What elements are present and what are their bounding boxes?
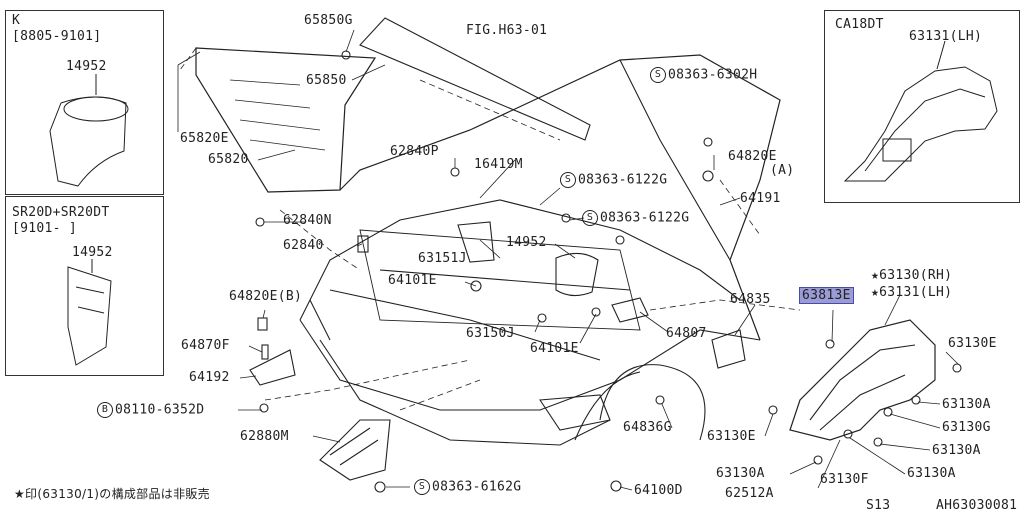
s-circle-icon: S (582, 210, 598, 226)
part-label-62840: 62840 (283, 238, 324, 253)
inset-sr-duct (67, 259, 112, 366)
part-label-63130a-1: 63130A (942, 397, 991, 412)
part-label-65820: 65820 (208, 152, 249, 167)
part-label-63130a-2: 63130A (932, 443, 981, 458)
inset-ca-box: CA18DT 63131(LH) (824, 10, 1020, 203)
inset-sr-box: SR20D+SR20DT [9101- ] 14952 (5, 196, 164, 376)
part-label-65850: 65850 (306, 73, 347, 88)
inset-k-title: K (12, 13, 21, 28)
part-label-63130e-left: 63130E (707, 429, 756, 444)
inset-sr-part: 14952 (72, 245, 113, 260)
figure-reference: FIG.H63-01 (466, 23, 548, 38)
inset-ca-title: CA18DT (835, 17, 884, 32)
part-label-16419m: 16419M (474, 157, 523, 172)
b-circle-icon: B (97, 402, 113, 418)
sheet-code: S13 (866, 498, 891, 510)
part-label-14952: 14952 (506, 235, 547, 250)
part-label-63130e-right: 63130E (948, 336, 997, 351)
drawing-id: AH63030081 (936, 498, 1018, 510)
s-circle-icon: S (560, 172, 576, 188)
part-label-64191: 64191 (740, 191, 781, 206)
part-label-63150j: 63150J (466, 326, 515, 341)
part-label-63130g: 63130G (942, 420, 991, 435)
part-label-62880m: 62880M (240, 429, 289, 444)
footnote: ★印(63130/1)の構成部品は非販売 (14, 487, 210, 501)
part-label-64836g: 64836G (623, 420, 672, 435)
part-label-62840n: 62840N (283, 213, 332, 228)
part-label-64101e-b: 64101E (530, 341, 579, 356)
part-label-64100d: 64100D (634, 483, 683, 498)
part-label-64192: 64192 (189, 370, 230, 385)
inset-k-box: K [8805-9101] 14952 (5, 10, 164, 195)
part-label-63130f: 63130F (820, 472, 869, 487)
inset-ca-liner (843, 40, 998, 182)
part-label-62512a: 62512A (725, 486, 774, 501)
part-label-63151j: 63151J (418, 251, 467, 266)
inset-k-duct (49, 74, 129, 187)
part-label-64807: 64807 (666, 326, 707, 341)
part-label-63130a-4: 63130A (716, 466, 765, 481)
part-label-62840p: 62840P (390, 144, 439, 159)
part-label-65820e: 65820E (180, 131, 229, 146)
part-label-63130a-3: 63130A (907, 466, 956, 481)
inset-k-range: [8805-9101] (12, 29, 102, 44)
inset-k-part: 14952 (66, 59, 107, 74)
s-circle-icon: S (414, 479, 430, 495)
inset-ca-part: 63131(LH) (909, 29, 983, 44)
inset-sr-range: [9101- ] (12, 221, 78, 236)
part-label-64101e-a: 64101E (388, 273, 437, 288)
part-label-64820e: 64820E (728, 149, 777, 164)
part-label-65850g: 65850G (304, 13, 353, 28)
part-label-64835: 64835 (730, 292, 771, 307)
inset-sr-title: SR20D+SR20DT (12, 205, 110, 220)
part-label-63130-rh: ★63130(RH) (871, 268, 953, 283)
part-label-a-marker: (A) (770, 163, 795, 178)
part-label-63131-lh: ★63131(LH) (871, 285, 953, 300)
part-label-64820e-b: 64820E(B) (229, 289, 303, 304)
s-circle-icon: S (650, 67, 666, 83)
part-label-63813e-highlighted[interactable]: 63813E (799, 287, 854, 304)
part-label-64870f: 64870F (181, 338, 230, 353)
